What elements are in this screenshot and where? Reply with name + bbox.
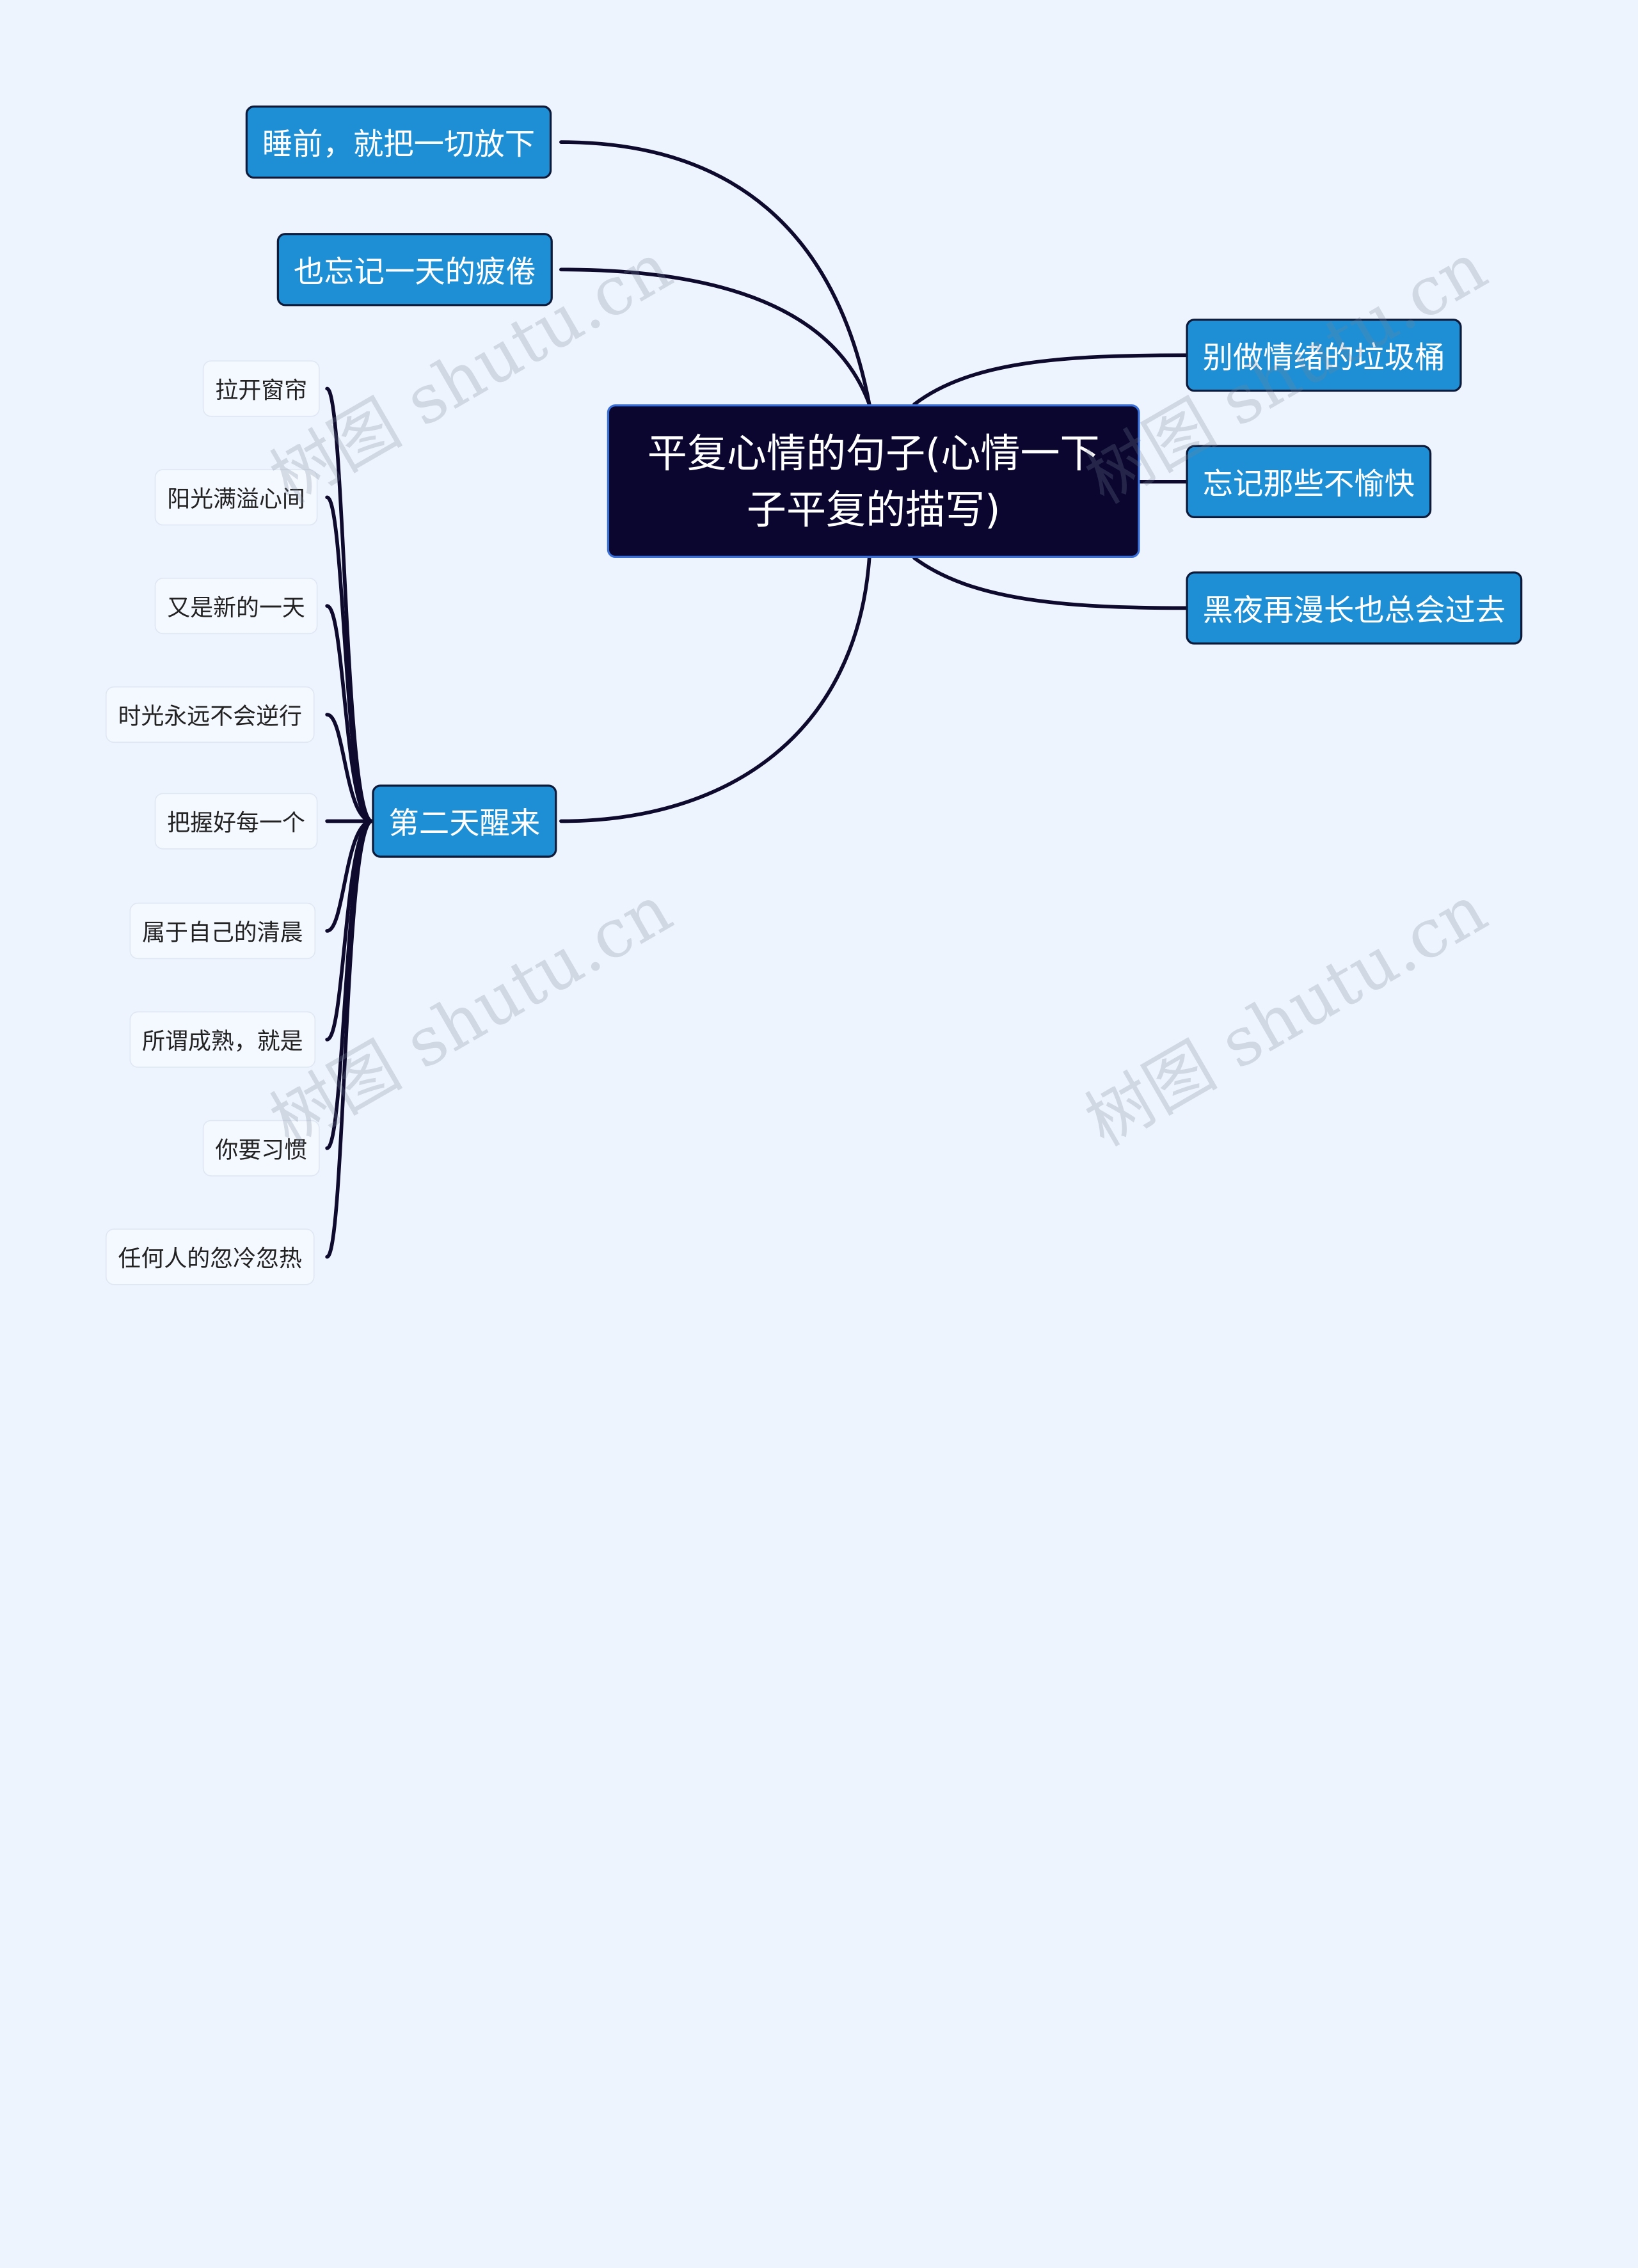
branch-topic-1[interactable]: 睡前，就把一切放下 bbox=[245, 105, 552, 179]
connector-leaf-3 bbox=[325, 604, 374, 823]
branch-topic-2[interactable]: 也忘记一天的疲倦 bbox=[276, 233, 553, 306]
connector-leaf-6 bbox=[325, 819, 374, 933]
connector-root-to-branch-1 bbox=[559, 140, 871, 406]
connector-root-to-branch-4 bbox=[912, 353, 1188, 406]
leaf-topic-6[interactable]: 属于自己的清晨 bbox=[129, 902, 316, 960]
connector-leaf-9 bbox=[325, 819, 374, 1259]
branch-topic-3[interactable]: 第二天醒来 bbox=[372, 784, 557, 858]
leaf-topic-8[interactable]: 你要习惯 bbox=[202, 1120, 320, 1177]
connector-root-to-branch-6 bbox=[912, 556, 1188, 610]
root-topic[interactable]: 平复心情的句子(心情一下子平复的描写) bbox=[607, 404, 1140, 559]
connector-leaf-2 bbox=[325, 495, 374, 823]
connector-root-to-branch-2 bbox=[559, 267, 871, 406]
branch-topic-4[interactable]: 别做情绪的垃圾桶 bbox=[1186, 319, 1462, 392]
branch-topic-6[interactable]: 黑夜再漫长也总会过去 bbox=[1186, 571, 1523, 645]
connector-root-to-branch-3 bbox=[559, 556, 871, 823]
connector-lines bbox=[325, 140, 1188, 1259]
leaf-topic-9[interactable]: 任何人的忽冷忽热 bbox=[105, 1228, 315, 1285]
leaf-topic-5[interactable]: 把握好每一个 bbox=[154, 793, 318, 850]
branch-topic-5[interactable]: 忘记那些不愉快 bbox=[1186, 445, 1432, 518]
leaf-topic-2[interactable]: 阳光满溢心间 bbox=[154, 469, 318, 526]
leaf-topic-3[interactable]: 又是新的一天 bbox=[154, 578, 318, 635]
leaf-topic-1[interactable]: 拉开窗帘 bbox=[202, 360, 320, 417]
connector-leaf-4 bbox=[325, 713, 374, 823]
leaf-topic-4[interactable]: 时光永远不会逆行 bbox=[105, 686, 315, 743]
leaf-topic-7[interactable]: 所谓成熟，就是 bbox=[129, 1011, 316, 1068]
